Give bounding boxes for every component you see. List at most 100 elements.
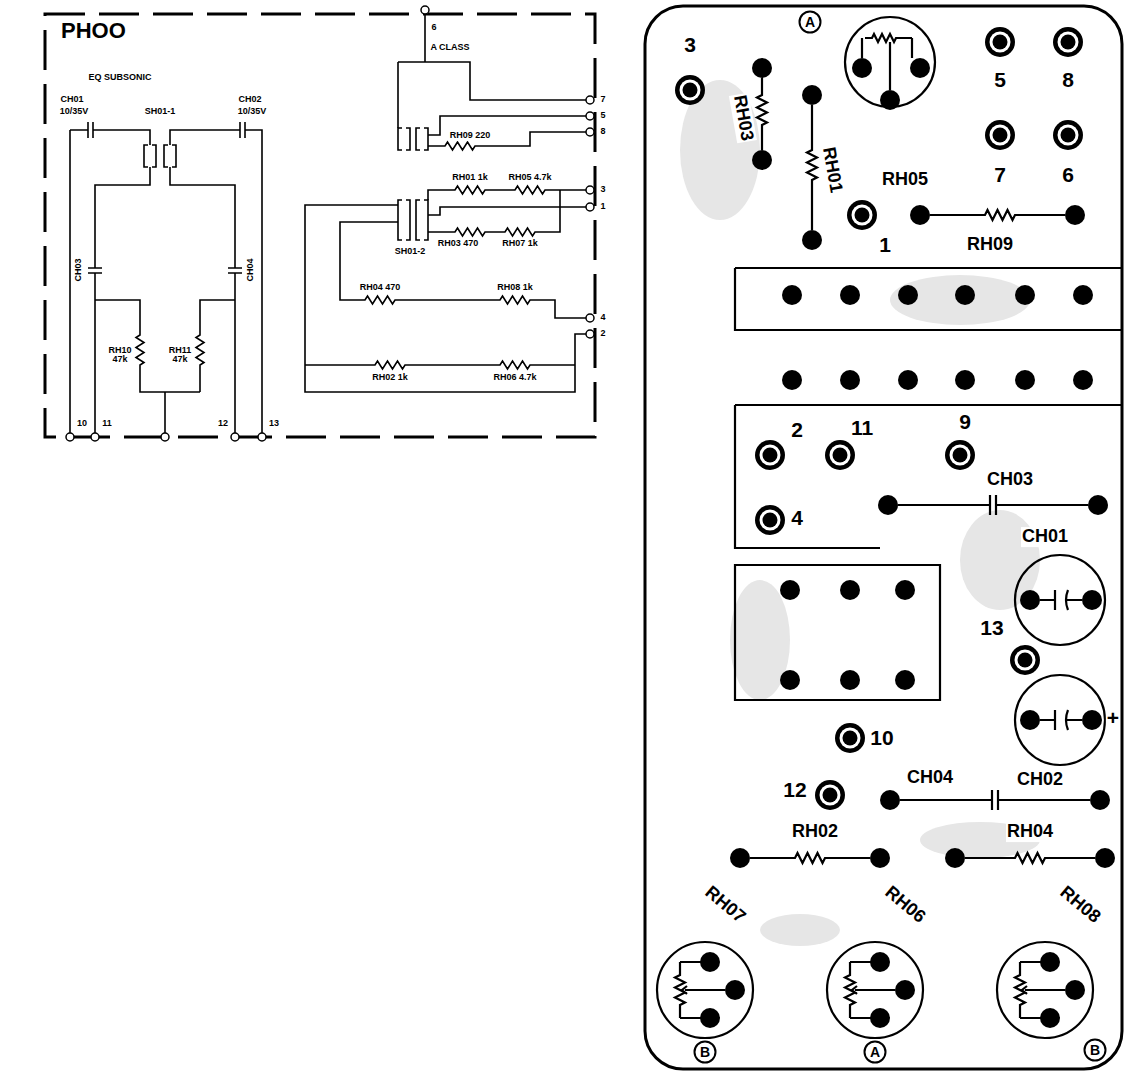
pcb-layout (675, 75, 705, 105)
schematic-label: 5 (599, 111, 606, 121)
pcb-layout (757, 78, 767, 150)
pcb-label: RH08 (1055, 882, 1105, 928)
pcb-layout (840, 285, 860, 305)
pcb-layout (735, 268, 1122, 330)
schematic (161, 433, 169, 441)
pcb-label: 2 (790, 418, 804, 441)
pcb-label: RH09 (966, 235, 1014, 255)
pcb-label: RH05 (881, 170, 929, 190)
schematic-title: PHOO (61, 18, 126, 44)
schematic-label: 8 (599, 127, 606, 137)
schematic (165, 300, 235, 433)
schematic-label: 10 (76, 419, 88, 429)
pcb-layout (735, 405, 1122, 548)
pcb-label: CH03 (986, 470, 1034, 490)
pcb-layout (1015, 675, 1105, 765)
schematic-label: 13 (268, 419, 280, 429)
pcb-layout (870, 1008, 890, 1028)
pcb-layout (895, 580, 915, 600)
pcb-layout (852, 58, 872, 78)
schematic-label: 6 (430, 23, 437, 33)
schematic (258, 433, 266, 441)
schematic-label: CH01 (59, 95, 84, 105)
pcb-layout (1095, 848, 1115, 868)
schematic-label: RH10 47k (106, 346, 134, 365)
schematic-label: 4 (599, 313, 606, 323)
pcb-label: CH04 (906, 768, 954, 788)
pcb-layout (1040, 710, 1082, 730)
pcb-layout (807, 105, 817, 230)
pcb-layout (755, 440, 785, 470)
pcb-label: 3 (683, 33, 697, 56)
pcb-layout (730, 848, 750, 868)
circled-letter: B (694, 1041, 717, 1064)
pcb-layout (960, 510, 1040, 610)
pcb-layout (750, 853, 870, 863)
pcb-label: 10 (869, 726, 894, 749)
schematic (91, 433, 99, 441)
pcb-label: 7 (993, 163, 1007, 186)
pcb-layout (955, 285, 975, 305)
schematic (340, 222, 586, 318)
schematic (428, 186, 586, 200)
pcb-layout (782, 370, 802, 390)
schematic (45, 6, 595, 441)
pcb-layout (1090, 790, 1110, 810)
pcb-label: 4 (790, 506, 804, 529)
schematic (144, 145, 176, 167)
pcb-layout (815, 780, 845, 810)
pcb-layout (1065, 205, 1085, 225)
pcb-layout (890, 275, 1030, 325)
circled-letter: B (1084, 1039, 1107, 1062)
pcb-layout (700, 1008, 720, 1028)
pcb-layout (780, 670, 800, 690)
pcb-label: 13 (979, 616, 1004, 639)
pcb-layout (997, 942, 1093, 1038)
pcb-layout (895, 980, 915, 1000)
schematic-label: RH03 470 (437, 239, 480, 249)
pcb-label: RH06 (880, 882, 930, 928)
pcb-layout (900, 790, 1090, 810)
pcb-layout (802, 230, 822, 250)
schematic (421, 6, 429, 14)
schematic (45, 14, 595, 437)
schematic-label: RH01 1k (451, 173, 489, 183)
pcb-layout (1073, 370, 1093, 390)
schematic-label: RH05 4.7k (507, 173, 552, 183)
pcb-layout (898, 370, 918, 390)
pcb-label: RH02 (791, 822, 839, 842)
schematic-label: RH07 1k (501, 239, 539, 249)
pcb-layout (945, 440, 975, 470)
pcb-layout (870, 952, 890, 972)
pcb-layout (645, 6, 1122, 1069)
schematic (95, 300, 200, 392)
schematic-label: 12 (217, 419, 229, 429)
schematic-label: 3 (599, 185, 606, 195)
circled-letter: A (864, 1041, 887, 1064)
pcb-layout (1015, 555, 1105, 645)
pcb-layout (878, 495, 898, 515)
schematic (428, 190, 560, 236)
schematic-label: EQ SUBSONIC (87, 73, 152, 83)
schematic-label: 11 (101, 419, 113, 429)
pcb-label: 9 (958, 410, 972, 433)
pcb-label: 6 (1061, 163, 1075, 186)
pcb-label: RH01 (818, 145, 846, 196)
circled-letter: A (799, 11, 822, 34)
pcb-layout (755, 505, 785, 535)
pcb-label: + (1106, 706, 1120, 729)
schematic-label: 10/35V (59, 107, 90, 117)
pcb-layout (1020, 710, 1040, 730)
pcb-layout (827, 942, 923, 1038)
pcb-layout (898, 285, 918, 305)
pcb-layout (945, 848, 965, 868)
pcb-layout (752, 150, 772, 170)
pcb-layout (930, 210, 1065, 220)
pcb-layout (840, 670, 860, 690)
pcb-layout (1082, 590, 1102, 610)
pcb-layout (735, 565, 940, 700)
pcb-layout (1015, 962, 1065, 1018)
schematic-label: RH02 1k (371, 373, 409, 383)
